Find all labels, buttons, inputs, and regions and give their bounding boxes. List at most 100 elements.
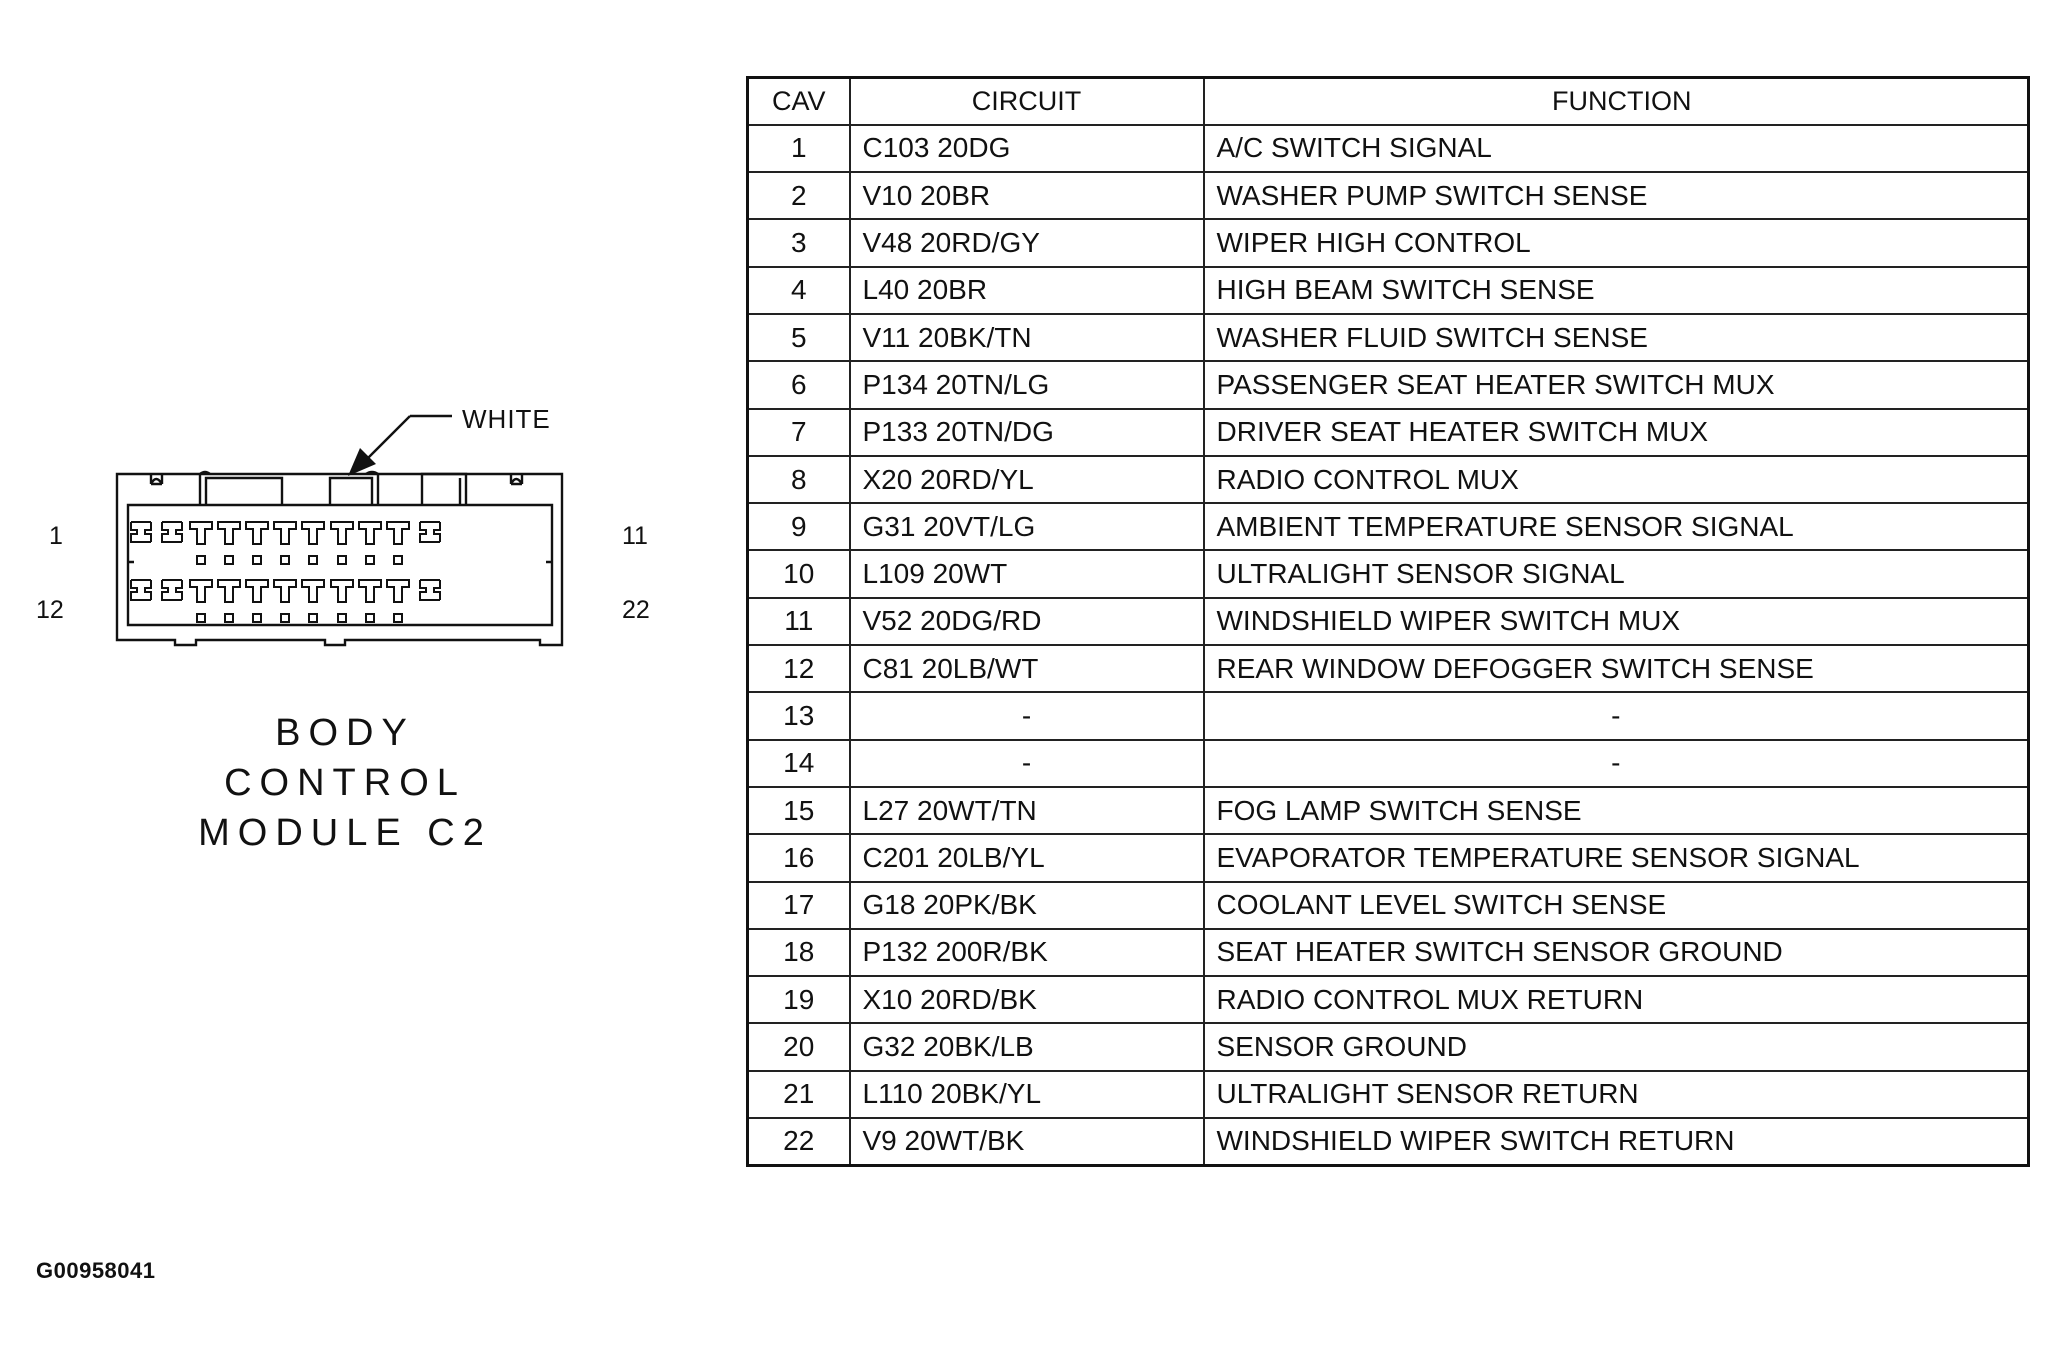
cell-cav: 15 (746, 785, 851, 836)
cell-cav: 14 (746, 738, 851, 788)
pin-label-bottom-left: 12 (36, 596, 64, 624)
cell-circuit: P133 20TN/DG (848, 407, 1205, 457)
cell-function: A/C SWITCH SIGNAL (1202, 123, 2030, 174)
cell-cav: 16 (746, 833, 851, 883)
table-row: 14-- (746, 738, 2030, 788)
connector-color-label: WHITE (462, 404, 551, 434)
arrow-indicator (348, 414, 452, 476)
cavity-18 (301, 579, 325, 603)
cell-function: RADIO CONTROL MUX RETURN (1202, 975, 2030, 1025)
cell-cav: 6 (746, 360, 851, 410)
cavity-13 (161, 579, 183, 601)
cavity-9 (358, 521, 382, 545)
cell-function: WIPER HIGH CONTROL (1202, 218, 2030, 268)
cavity-20 (358, 579, 382, 603)
cell-function: REAR WINDOW DEFOGGER SWITCH SENSE (1202, 644, 2030, 694)
module-name-line-2: CONTROL (224, 762, 466, 804)
pin-label-bottom-right: 22 (622, 596, 650, 624)
cell-circuit: V52 20DG/RD (848, 596, 1205, 647)
cavity-6 (273, 521, 297, 545)
header-cav: CAV (746, 76, 851, 126)
cavity-7 (301, 521, 325, 545)
cell-circuit: V10 20BR (848, 171, 1205, 221)
cell-cav: 12 (746, 644, 851, 694)
cell-circuit: L40 20BR (848, 265, 1205, 315)
cavity-6-test-port (280, 555, 290, 565)
cell-circuit: G18 20PK/BK (848, 880, 1205, 930)
cell-cav: 8 (746, 454, 851, 505)
cell-circuit: X10 20RD/BK (848, 975, 1205, 1025)
table-row: 13-- (746, 691, 2030, 741)
cell-function: SENSOR GROUND (1202, 1022, 2030, 1072)
table-header-row: CAV CIRCUIT FUNCTION (746, 76, 2030, 126)
cavity-21-test-port (393, 613, 403, 623)
cavity-19 (330, 579, 354, 603)
cell-cav: 4 (746, 265, 851, 315)
cavity-3 (189, 521, 213, 545)
connector-housing (115, 472, 564, 647)
latch-window-1 (198, 470, 284, 505)
cell-cav: 9 (746, 502, 851, 552)
cavity-frame (126, 503, 554, 627)
latch-window-3 (420, 472, 468, 505)
cell-function: COOLANT LEVEL SWITCH SENSE (1202, 880, 2030, 930)
cavity-15-test-port (224, 613, 234, 623)
cell-circuit: P132 200R/BK (848, 927, 1205, 978)
cell-cav: 19 (746, 975, 851, 1025)
cell-cav: 21 (746, 1069, 851, 1120)
latch-window-2 (328, 470, 380, 505)
cell-circuit: P134 20TN/LG (848, 360, 1205, 410)
cell-circuit: V11 20BK/TN (848, 312, 1205, 363)
pin-label-top-right: 11 (622, 522, 648, 550)
cell-function: EVAPORATOR TEMPERATURE SENSOR SIGNAL (1202, 833, 2030, 883)
cell-cav: 13 (746, 691, 851, 741)
cell-function: DRIVER SEAT HEATER SWITCH MUX (1202, 407, 2030, 457)
cell-function: RADIO CONTROL MUX (1202, 454, 2030, 505)
cavity-16-test-port (252, 613, 262, 623)
cell-function: AMBIENT TEMPERATURE SENSOR SIGNAL (1202, 502, 2030, 552)
cell-cav: 7 (746, 407, 851, 457)
cell-circuit: V9 20WT/BK (848, 1117, 1205, 1167)
cavity-16 (245, 579, 269, 603)
cavity-22 (419, 579, 441, 601)
cell-cav: 20 (746, 1022, 851, 1072)
cell-circuit: L27 20WT/TN (848, 785, 1205, 836)
cell-circuit: C81 20LB/WT (848, 644, 1205, 694)
cell-circuit: - (848, 691, 1205, 741)
cavity-1 (130, 521, 152, 543)
figure-id: G00958041 (36, 1258, 156, 1283)
module-name-line-1: BODY (275, 712, 415, 754)
cavity-8-test-port (337, 555, 347, 565)
cavity-20-test-port (365, 613, 375, 623)
cell-cav: 22 (746, 1117, 851, 1167)
cavity-rows (130, 521, 441, 623)
cavity-3-test-port (196, 555, 206, 565)
latch-right (509, 474, 524, 486)
cell-cav: 3 (746, 218, 851, 268)
cavity-11 (419, 521, 441, 543)
cell-circuit: C201 20LB/YL (848, 833, 1205, 883)
cavity-4-test-port (224, 555, 234, 565)
cell-function: - (1202, 738, 2030, 788)
cavity-14 (189, 579, 213, 603)
cavity-17 (273, 579, 297, 603)
latch-left (149, 474, 164, 486)
cavity-5-test-port (252, 555, 262, 565)
cell-circuit: X20 20RD/YL (848, 454, 1205, 505)
cell-cav: 5 (746, 312, 851, 363)
